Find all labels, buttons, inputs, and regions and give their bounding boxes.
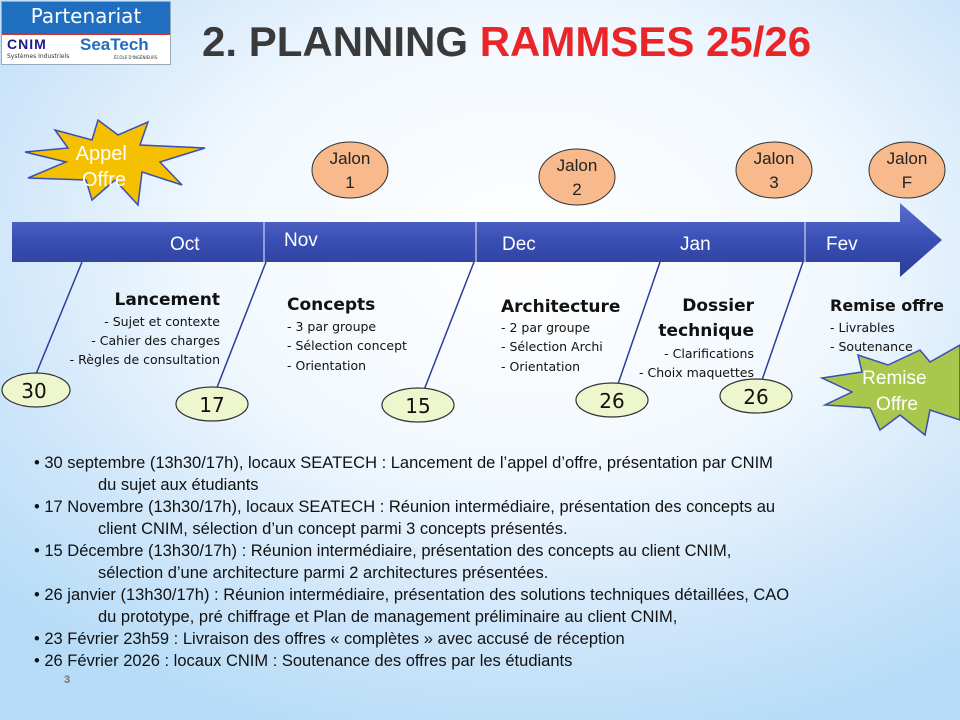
jalon-3-number: 3 xyxy=(769,173,778,192)
bullet-line: • 15 Décembre (13h30/17h) : Réunion inte… xyxy=(34,542,732,560)
month-dec: Dec xyxy=(502,234,536,255)
phase-item: - Règles de consultation xyxy=(70,352,220,367)
month-dividers xyxy=(263,222,806,262)
phase-title: technique xyxy=(658,321,754,341)
jalon-f-label: Jalon xyxy=(887,149,928,168)
page-number: 3 xyxy=(64,674,71,686)
date-17: 17 xyxy=(199,393,224,417)
appel-line2: Offre xyxy=(82,169,126,191)
bullet-line: • 23 Février 23h59 : Livraison des offre… xyxy=(34,630,625,648)
date-oval-26-jan xyxy=(575,382,649,418)
phase-item: - 3 par groupe xyxy=(287,319,376,334)
bullet-line: du prototype, pré chiffrage et Plan de m… xyxy=(98,608,678,626)
remise-offre-starburst xyxy=(819,344,960,437)
phase-remise-offre: Remise offre - Livrables - Soutenance xyxy=(830,296,944,354)
phase-lancement: Lancement - Sujet et contexte - Cahier d… xyxy=(70,290,221,367)
month-nov: Nov xyxy=(284,230,318,251)
jalon-1-number: 1 xyxy=(345,173,354,192)
phase-title: Dossier xyxy=(682,296,754,316)
bullet-item: • 26 Février 2026 : locaux CNIM : Souten… xyxy=(34,650,954,672)
phase-title: Lancement xyxy=(115,290,221,310)
phase-title: Remise offre xyxy=(830,296,944,315)
timeline-arrow xyxy=(12,203,942,277)
month-jan: Jan xyxy=(680,234,711,255)
month-oct: Oct xyxy=(170,234,200,255)
cnim-subtitle: Systèmes Industriels xyxy=(7,53,70,60)
bullet-item: • 26 janvier (13h30/17h) : Réunion inter… xyxy=(34,584,954,628)
phase-item: - Cahier des charges xyxy=(91,333,220,348)
bullet-line: • 26 Février 2026 : locaux CNIM : Souten… xyxy=(34,652,573,670)
phase-item: - Sélection concept xyxy=(287,338,407,353)
jalon-2-oval xyxy=(538,148,616,206)
phase-item: - Soutenance xyxy=(830,339,913,354)
date-26-fev: 26 xyxy=(743,385,768,409)
phase-item: - Clarifications xyxy=(664,346,754,361)
jalon-3-label: Jalon xyxy=(754,149,795,168)
seatech-subtitle: ÉCOLE D'INGÉNIEURS xyxy=(114,55,158,60)
slide-title: 2. PLANNING RAMMSES 25/26 xyxy=(202,18,942,66)
bullet-line: • 17 Novembre (13h30/17h), locaux SEATEC… xyxy=(34,498,776,516)
jalon-2-number: 2 xyxy=(572,180,581,199)
date-oval-26-fev xyxy=(719,378,793,414)
bullet-line: • 30 septembre (13h30/17h), locaux SEATE… xyxy=(34,454,773,472)
phase-item: - Choix maquettes xyxy=(639,365,754,380)
date-oval-30 xyxy=(1,372,71,408)
connector-lines xyxy=(35,261,804,391)
schedule-bullets: • 30 septembre (13h30/17h), locaux SEATE… xyxy=(34,452,954,672)
svg-text:Appel Offre: Appel Offre xyxy=(76,143,133,191)
partnership-logo: Partenariat CNIM Systèmes Industriels Se… xyxy=(1,1,171,65)
remise-line1: Remise xyxy=(862,368,926,389)
jalon-1-oval xyxy=(311,141,389,199)
remise-line2: Offre xyxy=(876,394,918,415)
date-oval-15 xyxy=(381,387,455,423)
timeline-diagram: Appel Offre Oct Nov Dec Jan Fev Jalon 1 J… xyxy=(1,118,960,437)
phase-item: - 2 par groupe xyxy=(501,320,590,335)
date-30: 30 xyxy=(21,379,46,403)
appel-line1: Appel xyxy=(76,143,127,165)
bullet-item: • 23 Février 23h59 : Livraison des offre… xyxy=(34,628,954,650)
bullet-line: sélection d’une architecture parmi 2 arc… xyxy=(98,564,549,582)
month-fev: Fev xyxy=(826,234,858,255)
logo-title: Partenariat xyxy=(2,2,170,35)
date-15: 15 xyxy=(405,394,430,418)
phase-architecture: Architecture - 2 par groupe - Sélection … xyxy=(501,297,620,374)
bullet-item: • 17 Novembre (13h30/17h), locaux SEATEC… xyxy=(34,496,954,540)
jalon-f-number: F xyxy=(902,173,912,192)
phase-item: - Orientation xyxy=(501,359,580,374)
cnim-logo: CNIM xyxy=(7,36,47,52)
phase-item: - Orientation xyxy=(287,358,366,373)
title-part1: 2. PLANNING xyxy=(202,18,469,65)
jalon-3-oval xyxy=(735,141,813,199)
phase-title: Concepts xyxy=(287,295,375,315)
bullet-item: • 15 Décembre (13h30/17h) : Réunion inte… xyxy=(34,540,954,584)
seatech-logo: SeaTech xyxy=(80,35,149,54)
bullet-line: du sujet aux étudiants xyxy=(98,476,259,494)
date-26-jan: 26 xyxy=(599,389,624,413)
phase-item: - Livrables xyxy=(830,320,895,335)
title-part2: RAMMSES 25/26 xyxy=(479,18,812,65)
appel-offre-starburst xyxy=(24,118,206,207)
date-oval-17 xyxy=(175,386,249,422)
bullet-line: client CNIM, sélection d’un concept parm… xyxy=(98,520,568,538)
jalon-1-label: Jalon xyxy=(330,149,371,168)
jalon-2-label: Jalon xyxy=(557,156,598,175)
phase-dossier-technique: Dossier technique - Clarifications - Cho… xyxy=(639,296,755,380)
phase-title: Architecture xyxy=(501,297,620,317)
jalon-f-oval xyxy=(868,141,946,199)
phase-concepts: Concepts - 3 par groupe - Sélection conc… xyxy=(287,295,407,373)
bullet-item: • 30 septembre (13h30/17h), locaux SEATE… xyxy=(34,452,954,496)
phase-item: - Sélection Archi xyxy=(501,339,603,354)
bullet-line: • 26 janvier (13h30/17h) : Réunion inter… xyxy=(34,586,790,604)
svg-text:Remise Offre: Remise Offre xyxy=(862,368,932,415)
phase-item: - Sujet et contexte xyxy=(104,314,220,329)
